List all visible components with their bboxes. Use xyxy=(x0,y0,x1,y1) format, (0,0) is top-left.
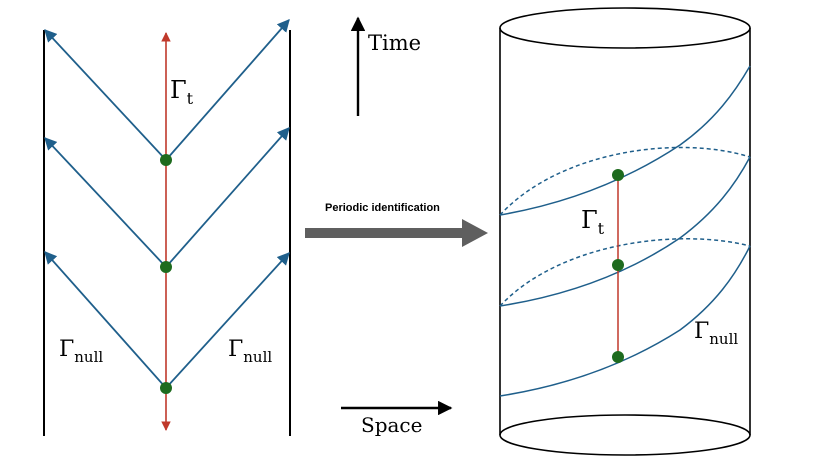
helix-front-segment xyxy=(499,65,751,216)
helix-front-segments xyxy=(499,65,751,397)
event-dot xyxy=(160,261,172,273)
null-ray xyxy=(44,29,167,161)
periodic-identification: Periodic identification xyxy=(305,202,488,247)
null-ray xyxy=(165,127,290,268)
space-axis: Space xyxy=(341,400,453,437)
cylinder-bottom-ellipse xyxy=(499,414,751,456)
helix-front-segment xyxy=(499,245,751,397)
helix-back-segment xyxy=(499,238,751,307)
cylinder: Γt Γnull xyxy=(499,7,751,456)
gamma-null-label-cylinder: Γnull xyxy=(694,319,738,348)
gamma-null-label-left: Γnull xyxy=(59,337,103,366)
helix-back-segment xyxy=(499,146,751,216)
null-ray xyxy=(44,251,167,389)
null-ray xyxy=(44,137,167,268)
event-dot xyxy=(160,154,172,166)
gamma-t-label-left: Γt xyxy=(170,76,194,108)
null-ray xyxy=(165,252,290,389)
space-label: Space xyxy=(361,413,422,437)
left-panel: Γt Γnull Γnull xyxy=(43,19,291,436)
identification-arrow xyxy=(305,219,488,247)
periodic-identification-caption: Periodic identification xyxy=(325,202,440,214)
time-label: Time xyxy=(368,31,421,55)
null-ray xyxy=(165,19,290,161)
null-rays xyxy=(44,19,290,389)
helix-front-segment xyxy=(499,156,751,307)
gamma-null-label-right: Γnull xyxy=(228,337,272,366)
cylinder-event-dot xyxy=(612,259,624,271)
cylinder-event-dot xyxy=(612,169,624,181)
event-dot xyxy=(160,382,172,394)
cylinder-top-ellipse xyxy=(499,7,751,49)
time-axis: Time xyxy=(350,16,421,116)
gamma-t-label-cylinder: Γt xyxy=(581,206,605,238)
helix-back-segments xyxy=(499,146,751,307)
cylinder-event-dot xyxy=(612,351,624,363)
